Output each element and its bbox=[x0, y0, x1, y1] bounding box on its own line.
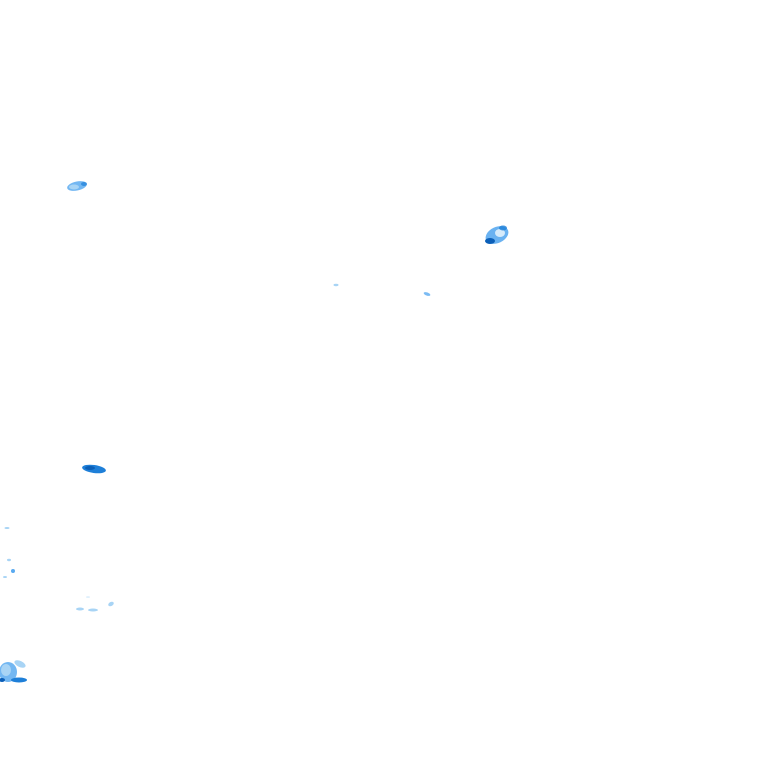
radar-echo-sw-band bbox=[76, 596, 114, 612]
radar-echo-sw-corner bbox=[0, 660, 27, 683]
radar-echo-center-small-b bbox=[423, 292, 431, 296]
radar-echo-sw-speckles bbox=[3, 527, 15, 578]
radar-echo-center-small-a bbox=[333, 283, 339, 287]
radar-echo-ne bbox=[485, 225, 509, 244]
radar-echo-west bbox=[82, 464, 106, 474]
radar-echo-nw bbox=[67, 181, 87, 191]
